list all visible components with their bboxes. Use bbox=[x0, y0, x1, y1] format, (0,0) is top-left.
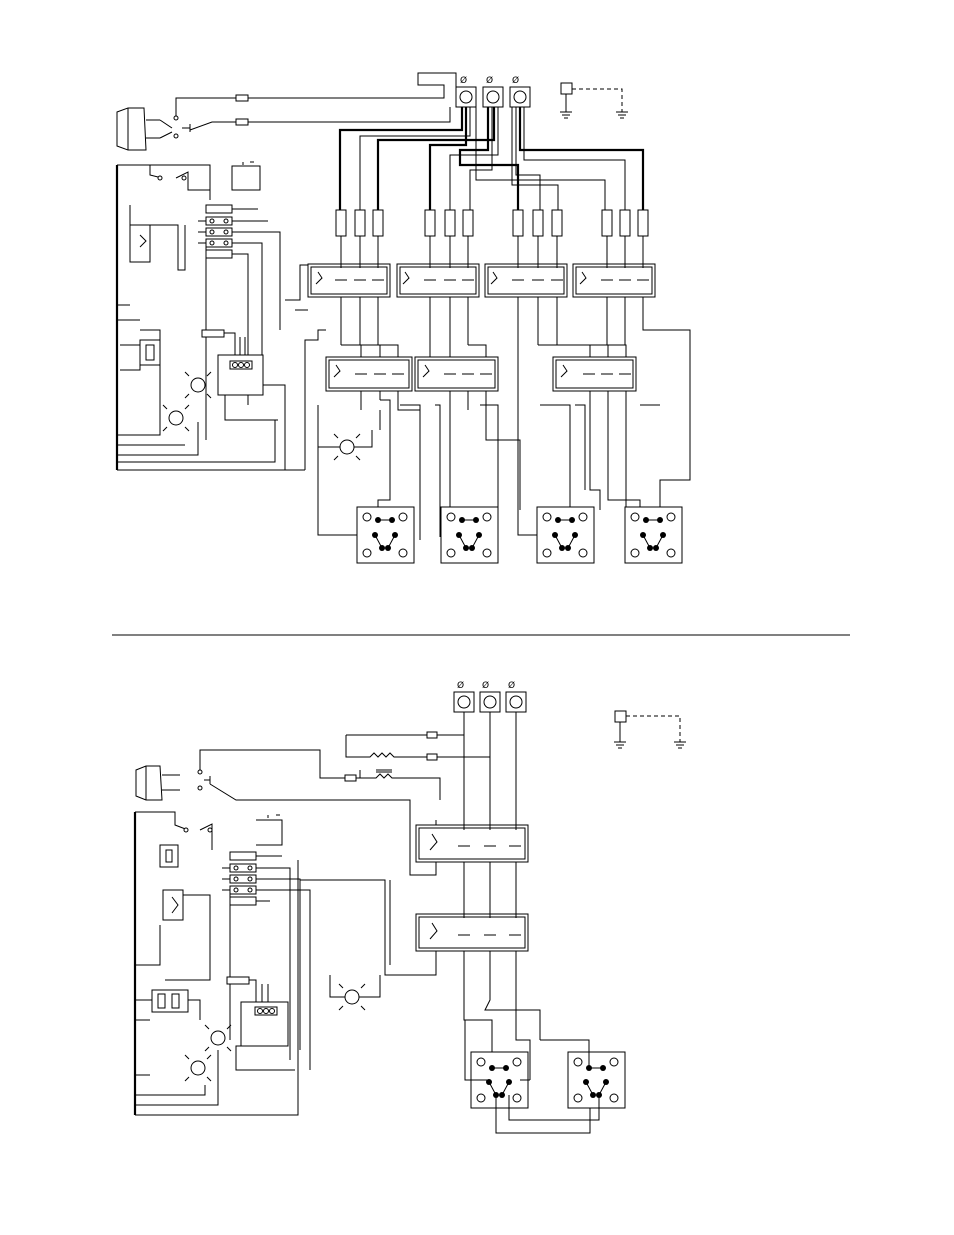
bottom-lead-wiring bbox=[200, 712, 516, 830]
top-element-block-4 bbox=[625, 507, 682, 563]
bottom-motor bbox=[136, 766, 210, 800]
top-lead-fuses bbox=[176, 73, 456, 130]
top-phase-label-3: Ø bbox=[512, 75, 519, 86]
bottom-wiring-diagram: Ø Ø Ø bbox=[135, 680, 686, 1133]
bottom-relay-block bbox=[135, 990, 200, 1020]
bottom-phase-label-3: Ø bbox=[508, 680, 515, 691]
top-phase-label-2: Ø bbox=[486, 75, 493, 86]
top-power-terminals: Ø Ø Ø bbox=[456, 75, 530, 107]
top-fan-motor bbox=[117, 108, 190, 150]
top-contactor-row-2 bbox=[326, 345, 640, 510]
top-ground-terminal bbox=[560, 83, 628, 118]
top-element-block-1 bbox=[357, 507, 414, 563]
bottom-contactor-1 bbox=[410, 712, 528, 918]
bottom-timer-module bbox=[227, 977, 295, 1070]
top-element-block-3 bbox=[537, 507, 594, 563]
top-phase-label-1: Ø bbox=[460, 75, 467, 86]
bottom-phase-label-1: Ø bbox=[457, 680, 464, 691]
top-element-block-2 bbox=[441, 507, 498, 563]
top-terminal-strip bbox=[198, 162, 280, 440]
top-wiring-diagram: Ø Ø Ø bbox=[117, 73, 690, 563]
bottom-ground-terminal bbox=[614, 711, 686, 748]
bottom-power-terminals: Ø Ø Ø bbox=[454, 680, 526, 712]
top-contactor-row-1 bbox=[308, 264, 690, 520]
top-timer-module bbox=[202, 330, 285, 470]
bottom-phase-label-2: Ø bbox=[482, 680, 489, 691]
top-fuse-block bbox=[336, 210, 648, 268]
bottom-contactor-2 bbox=[300, 880, 540, 1080]
